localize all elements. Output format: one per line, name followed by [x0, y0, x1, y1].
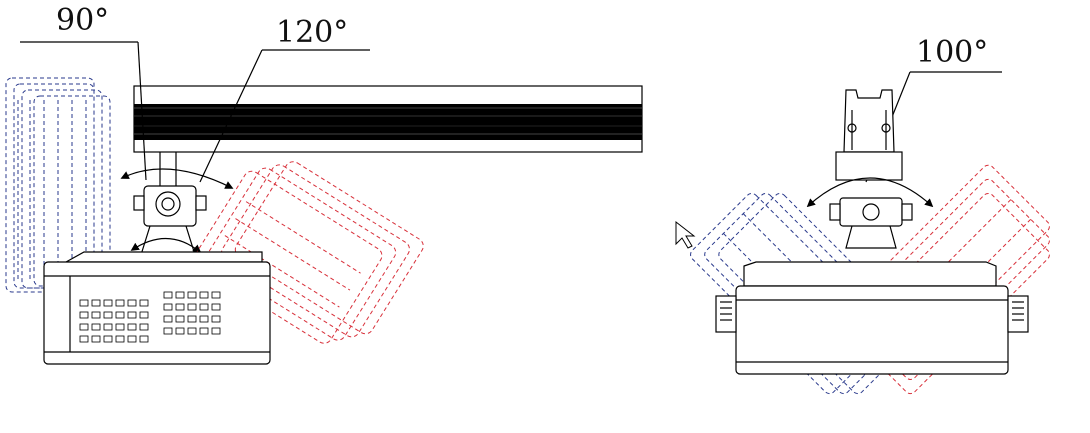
angle-label-100: 100°	[916, 35, 988, 70]
projector-body-right	[715, 261, 1029, 375]
pivot-joint-right	[829, 197, 913, 249]
swing-arrows-left	[120, 168, 234, 254]
mount-arm-bar	[133, 85, 643, 153]
pivot-joint-left	[133, 152, 207, 259]
cursor-icon	[675, 220, 696, 249]
left-side-view	[5, 41, 643, 365]
ceiling-bracket-right	[835, 89, 903, 181]
projector-ghost-red	[193, 161, 424, 344]
projector-body-left	[43, 251, 271, 365]
label-leaders-left	[20, 41, 370, 183]
wall-plate-ghost-blue	[5, 77, 111, 293]
rotate-arrow-right	[806, 177, 934, 208]
angle-label-120: 120°	[276, 15, 348, 50]
angle-label-90: 90°	[56, 3, 109, 38]
right-front-view	[675, 71, 1050, 395]
